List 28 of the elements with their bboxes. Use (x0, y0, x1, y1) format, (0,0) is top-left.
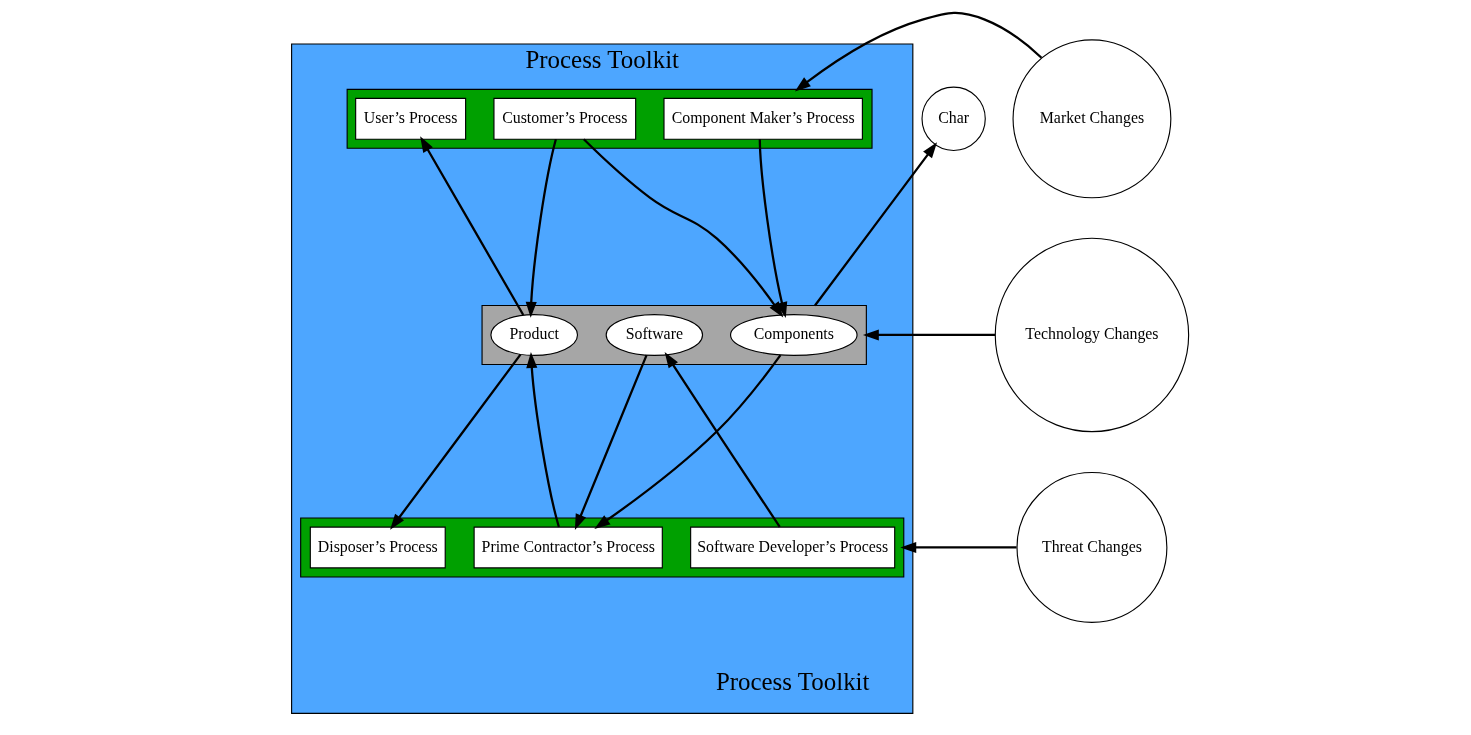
arrow (420, 136, 525, 316)
arrow (758, 139, 788, 319)
node-box: User’s Process (355, 97, 467, 140)
arrow (574, 354, 648, 531)
arrow (525, 139, 557, 318)
node-box: Component Maker’s Process (663, 97, 863, 140)
arrow (900, 541, 1017, 554)
arrow (862, 329, 996, 341)
node-box: Prime Contractor’s Process (473, 526, 663, 569)
arrow (583, 138, 784, 318)
cluster (346, 88, 873, 149)
node-circle: Threat Changes (1016, 472, 1168, 623)
node-circle: Market Changes (1012, 39, 1172, 199)
node-box: Customer’s Process (493, 97, 637, 140)
arrow (814, 142, 938, 307)
arrow (390, 353, 522, 530)
arrow (664, 351, 781, 528)
node-ellipse: Product (490, 314, 579, 356)
node-box: Disposer’s Process (309, 526, 446, 569)
arrow (794, 11, 1043, 92)
cluster (481, 304, 867, 366)
node-box: Software Developer’s Process (690, 526, 896, 569)
node-ellipse: Components (730, 314, 858, 356)
arrow (594, 354, 782, 529)
node-ellipse: Software (605, 314, 704, 356)
arrow (526, 352, 560, 528)
node-circle: Char (921, 86, 986, 151)
node-circle: Technology Changes (994, 237, 1190, 433)
